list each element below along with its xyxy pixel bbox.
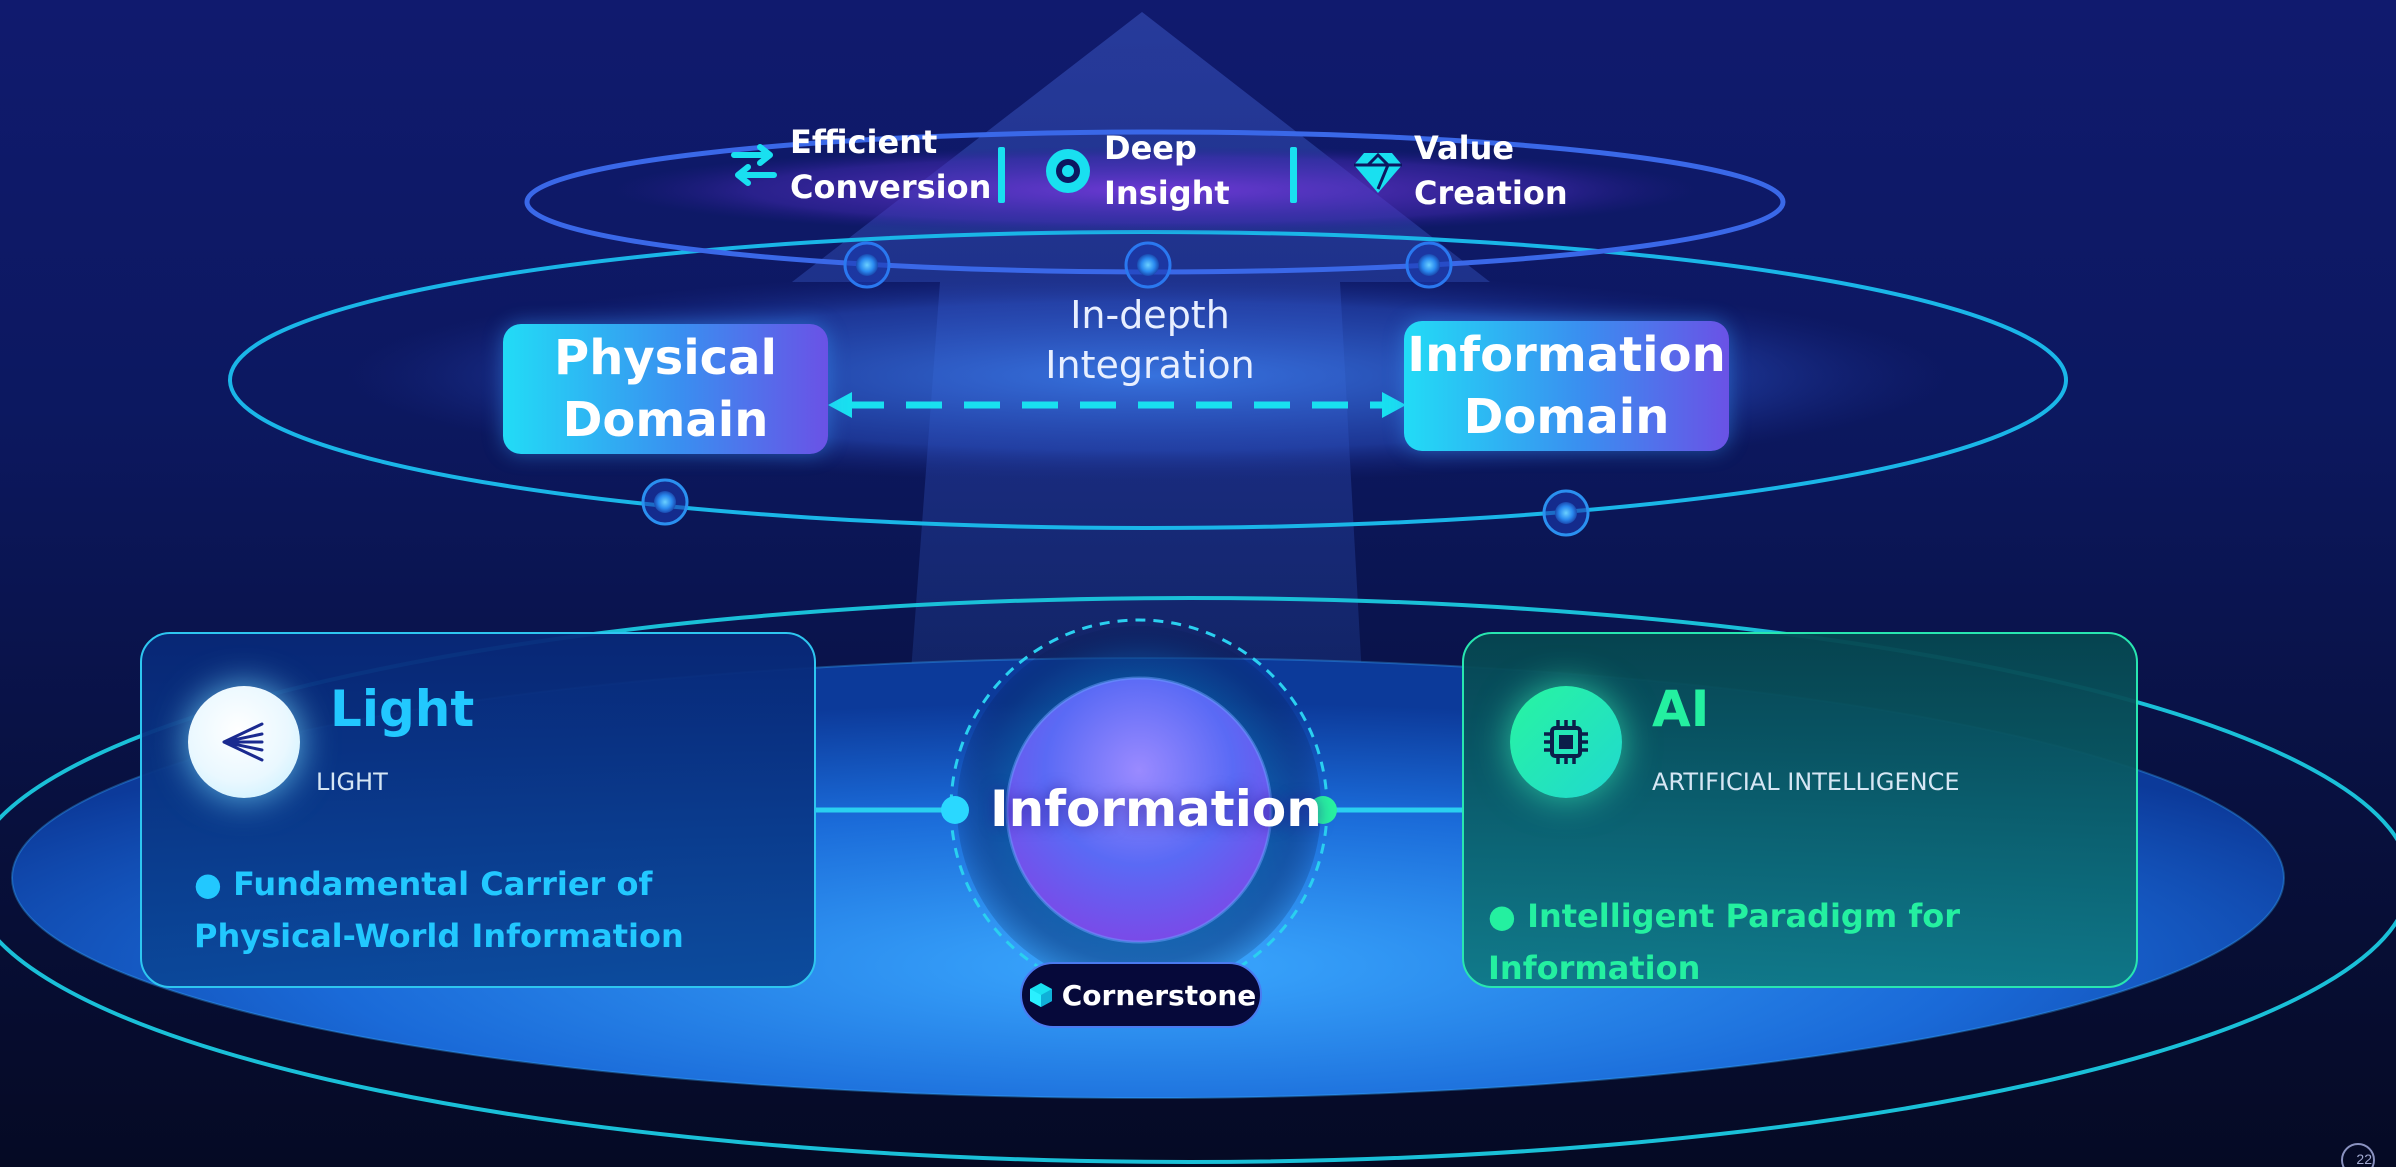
card-bullet: ● Fundamental Carrier of Physical-World … [194, 865, 684, 955]
information-domain-box: Information Domain [1404, 321, 1729, 451]
feature-value-creation: Value Creation [1352, 126, 1614, 216]
feature-label: Deep Insight [1104, 129, 1230, 212]
integration-label: In-depth Integration [1045, 293, 1255, 387]
eye-icon [1042, 145, 1094, 197]
ai-card: AI ARTIFICIAL INTELLIGENCE ● Intelligent… [1462, 632, 2138, 988]
card-subtitle: ARTIFICIAL INTELLIGENCE [1652, 768, 1960, 796]
feature-efficient-conversion: Efficient Conversion [728, 120, 992, 210]
card-title: AI [1652, 680, 1710, 738]
physical-domain-box: Physical Domain [503, 324, 828, 454]
chip-icon [1510, 686, 1622, 798]
feature-label: Value Creation [1414, 129, 1568, 212]
swap-arrows-icon [728, 139, 780, 191]
information-core-label: Information [990, 780, 1322, 838]
card-subtitle: LIGHT [316, 768, 388, 796]
feature-label: Efficient Conversion [790, 123, 992, 206]
card-title: Light [330, 680, 475, 738]
feature-separator [998, 147, 1005, 203]
badge-label: Cornerstone [1061, 978, 1257, 1012]
light-rays-icon [188, 686, 300, 798]
cornerstone-badge: Cornerstone [1020, 962, 1262, 1028]
cube-icon [1026, 980, 1056, 1010]
feature-deep-insight: Deep Insight [1042, 126, 1304, 216]
light-card: Light LIGHT ● Fundamental Carrier of Phy… [140, 632, 816, 988]
card-bullet: ● Intelligent Paradigm for Information [1488, 897, 1960, 987]
diamond-icon [1352, 145, 1404, 197]
page-number: 22 [2356, 1151, 2372, 1167]
feature-separator [1290, 147, 1297, 203]
